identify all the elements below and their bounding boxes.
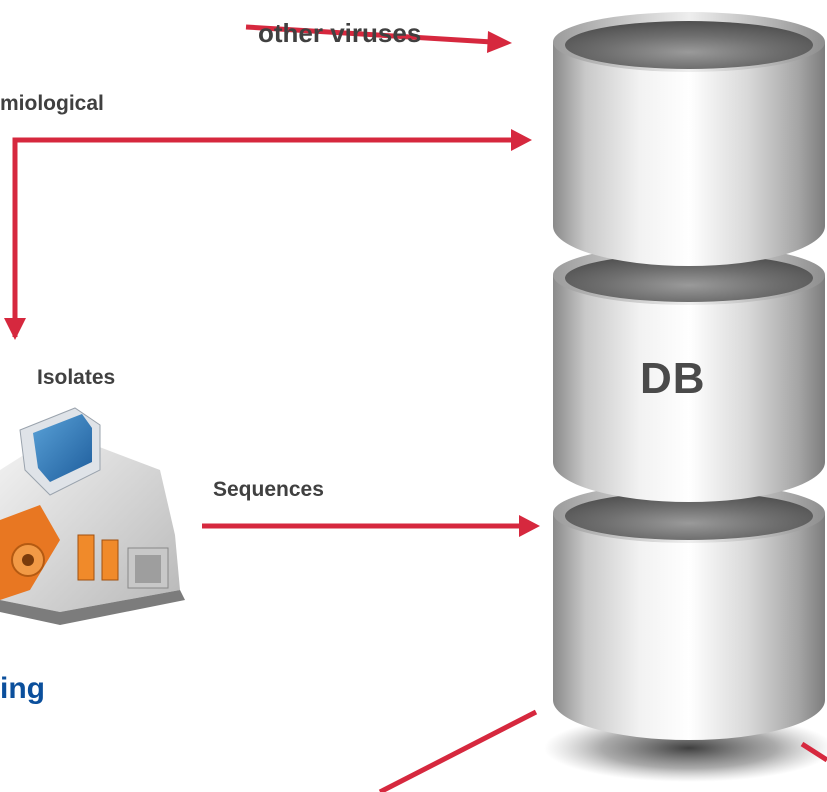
- arrow-to-isolates: [4, 318, 26, 340]
- label-isolates: Isolates: [37, 366, 116, 389]
- arrow-sequences: [202, 515, 540, 537]
- label-epidemiological: miological: [0, 92, 104, 115]
- label-other-viruses: other viruses: [258, 18, 422, 48]
- label-db: DB: [640, 354, 706, 403]
- label-sequences: Sequences: [213, 478, 324, 501]
- sequencing-machine-icon: [0, 407, 185, 625]
- db-cylinder-top: [553, 12, 825, 266]
- database-stack-icon: [553, 12, 825, 740]
- arrow-other-viruses: [245, 24, 512, 53]
- bottom-title: ing: [0, 672, 45, 705]
- arrow-epidemiological: [12, 129, 532, 337]
- arrow-down-left: [378, 709, 538, 792]
- arrow-down-right: [800, 741, 827, 763]
- db-cylinder-bottom: [553, 483, 825, 740]
